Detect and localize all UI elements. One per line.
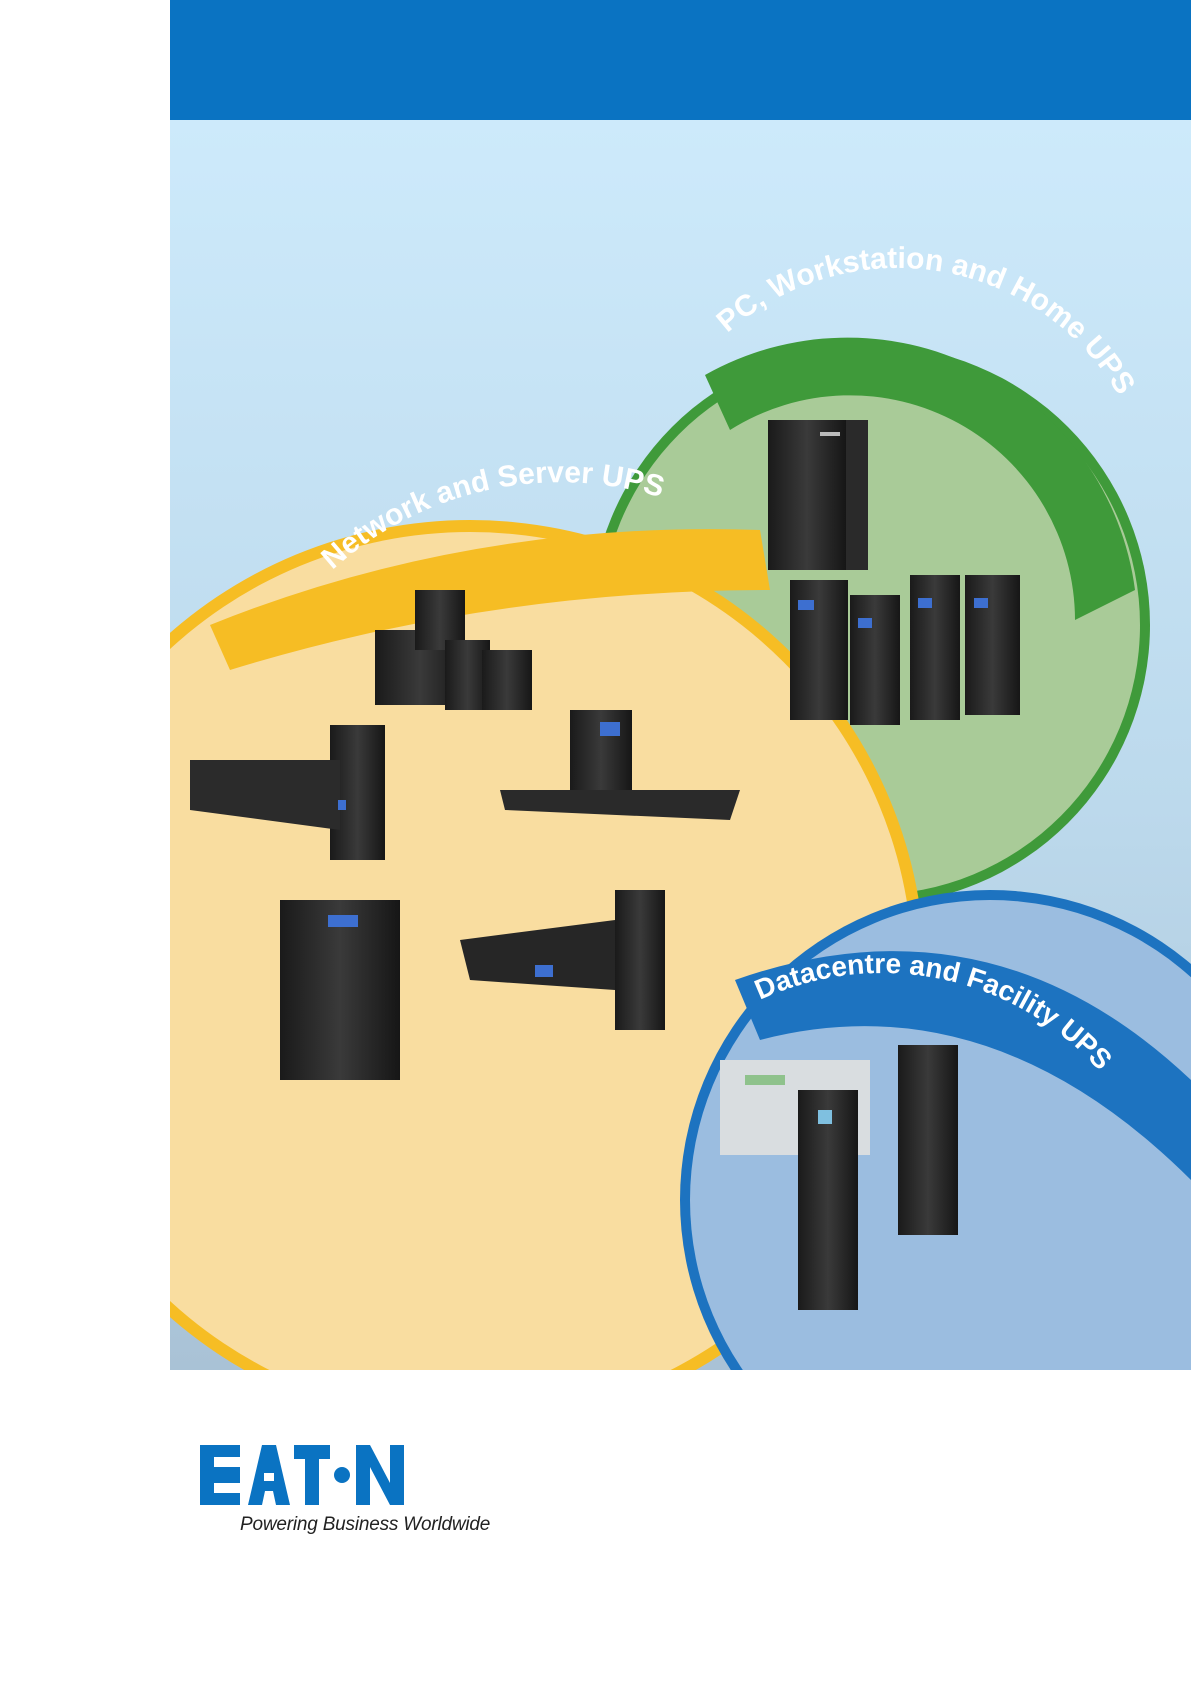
- eaton-logo: [200, 1445, 500, 1505]
- brand-tagline: Powering Business Worldwide: [240, 1514, 491, 1535]
- hero-illustration: PC, Workstation and Home UPS Network and…: [170, 120, 1191, 1370]
- ups-tower-icon: [768, 420, 1020, 725]
- header-band: [170, 0, 1191, 120]
- ups-rack-icon: [190, 590, 740, 1080]
- eaton-wordmark-icon: [200, 1445, 404, 1505]
- ups-cabinet-icon: [720, 1045, 958, 1310]
